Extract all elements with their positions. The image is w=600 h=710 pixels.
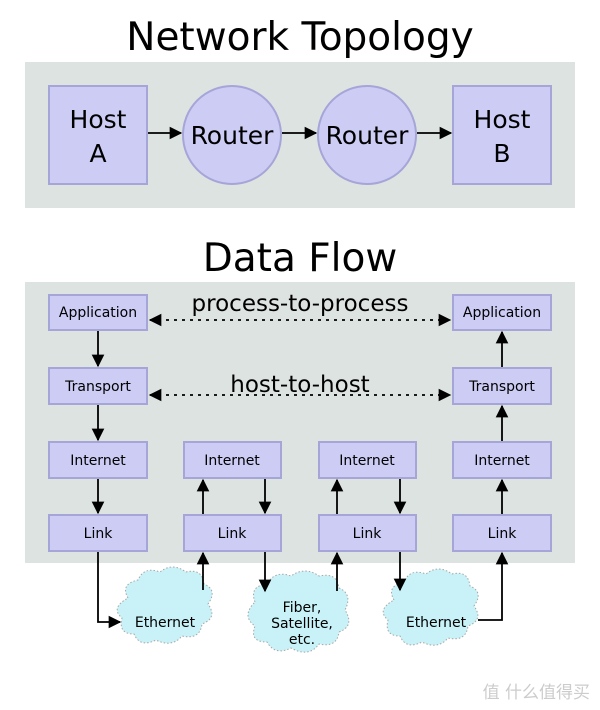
left-transport-label: Transport bbox=[64, 379, 131, 395]
host-to-host-label: host-to-host bbox=[230, 372, 369, 398]
arrow-ethernet-2-to-right-link bbox=[478, 551, 509, 621]
router-2-label: Router bbox=[326, 121, 410, 150]
host-b-label-line-1: Host bbox=[474, 105, 531, 134]
router-2-internet-layer bbox=[318, 441, 417, 479]
right-application-layer bbox=[452, 294, 552, 331]
ethernet-1-label: Ethernet bbox=[135, 615, 196, 631]
router-1-stack: Internet Link bbox=[183, 441, 282, 552]
right-transport-layer bbox=[452, 367, 552, 405]
router-2: Router bbox=[317, 85, 417, 185]
router-2-link-label: Link bbox=[353, 526, 383, 542]
dataflow-title: Data Flow bbox=[203, 236, 398, 281]
left-link-layer bbox=[48, 514, 148, 552]
left-internet-label: Internet bbox=[70, 453, 126, 469]
ethernet-cloud-1: Ethernet bbox=[116, 566, 213, 644]
topology-title: Network Topology bbox=[126, 15, 473, 60]
router-1-internet-label: Internet bbox=[204, 453, 260, 469]
right-application-label: Application bbox=[463, 305, 541, 321]
left-application-label: Application bbox=[59, 305, 137, 321]
host-a-label-line-2: A bbox=[89, 139, 106, 168]
router-1-internet-layer bbox=[183, 441, 282, 479]
process-to-process-label: process-to-process bbox=[192, 291, 409, 317]
host-a: Host A bbox=[48, 85, 148, 185]
left-transport-layer bbox=[48, 367, 148, 405]
ethernet-cloud-2: Ethernet bbox=[382, 568, 479, 646]
right-internet-label: Internet bbox=[474, 453, 530, 469]
left-internet-layer bbox=[48, 441, 148, 479]
arrow-left-link-to-ethernet-1 bbox=[97, 552, 122, 629]
fiber-label-line-3: etc. bbox=[289, 632, 315, 648]
left-application-layer bbox=[48, 294, 148, 331]
right-link-layer bbox=[452, 514, 552, 552]
router-1-link-layer bbox=[183, 514, 282, 552]
right-link-label: Link bbox=[488, 526, 518, 542]
right-internet-layer bbox=[452, 441, 552, 479]
right-host-stack: Application Transport Internet Link bbox=[452, 294, 552, 552]
left-host-stack: Application Transport Internet Link bbox=[48, 294, 148, 552]
host-b: Host B bbox=[452, 85, 552, 185]
fiber-satellite-cloud: Fiber, Satellite, etc. bbox=[247, 570, 350, 653]
router-2-internet-label: Internet bbox=[339, 453, 395, 469]
host-a-label-line-1: Host bbox=[70, 105, 127, 134]
left-link-label: Link bbox=[84, 526, 114, 542]
fiber-label-line-1: Fiber, bbox=[283, 600, 322, 616]
right-transport-label: Transport bbox=[468, 379, 535, 395]
router-2-link-layer bbox=[318, 514, 417, 552]
router-1-link-label: Link bbox=[218, 526, 248, 542]
router-1-label: Router bbox=[191, 121, 275, 150]
watermark: 值 什么值得买 bbox=[483, 683, 590, 703]
router-2-stack: Internet Link bbox=[318, 441, 417, 552]
host-b-label-line-2: B bbox=[493, 139, 510, 168]
fiber-label-line-2: Satellite, bbox=[271, 616, 333, 632]
router-1: Router bbox=[182, 85, 282, 185]
ethernet-2-label: Ethernet bbox=[406, 615, 467, 631]
